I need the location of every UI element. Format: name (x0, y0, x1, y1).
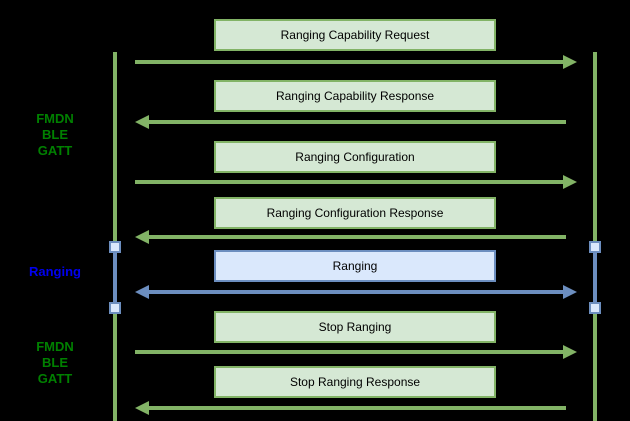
arrow-stop-ranging-response (135, 401, 577, 415)
arrow-ranging-configuration (135, 175, 577, 189)
message-box-ranging: Ranging (214, 250, 496, 282)
lifeline-left-ranging-segment (113, 247, 117, 308)
arrow-line (147, 406, 566, 410)
message-box-stop-ranging-response: Stop Ranging Response (214, 366, 496, 398)
arrowhead-left-icon (135, 230, 149, 244)
arrow-ranging-bidirectional (135, 285, 577, 299)
phase-label-fmdn-ble-gatt-bottom: FMDN BLE GATT (10, 339, 100, 387)
arrow-ranging-capability-request (135, 55, 577, 69)
message-box-ranging-configuration: Ranging Configuration (214, 141, 496, 173)
lifeline-left (113, 52, 117, 421)
phase-label-line: FMDN (36, 339, 74, 354)
phase-label-line: GATT (37, 371, 73, 386)
message-label: Ranging Capability Response (275, 89, 435, 103)
message-box-ranging-capability-request: Ranging Capability Request (214, 19, 496, 51)
activation-marker-right-start (589, 241, 601, 253)
message-label: Stop Ranging Response (289, 375, 421, 389)
message-label: Ranging Configuration Response (266, 206, 444, 220)
message-box-ranging-configuration-response: Ranging Configuration Response (214, 197, 496, 229)
arrowhead-right-icon (563, 285, 577, 299)
message-label: Ranging (332, 259, 378, 273)
arrow-ranging-configuration-response (135, 230, 577, 244)
arrow-line (135, 350, 565, 354)
arrowhead-left-icon (135, 115, 149, 129)
phase-label-ranging: Ranging (10, 264, 100, 280)
arrowhead-right-icon (563, 175, 577, 189)
arrow-line (147, 235, 566, 239)
phase-label-line: FMDN (36, 111, 74, 126)
arrow-line (147, 120, 566, 124)
arrowhead-right-icon (563, 345, 577, 359)
phase-label-line: BLE (42, 355, 68, 370)
activation-marker-left-end (109, 302, 121, 314)
arrow-stop-ranging (135, 345, 577, 359)
arrow-line (135, 60, 565, 64)
arrow-line (147, 290, 565, 294)
lifeline-right-ranging-segment (593, 247, 597, 308)
message-label: Ranging Configuration (295, 150, 415, 164)
message-label: Ranging Capability Request (280, 28, 430, 42)
phase-label-fmdn-ble-gatt-top: FMDN BLE GATT (10, 111, 100, 159)
phase-label-line: GATT (37, 143, 73, 158)
activation-marker-left-start (109, 241, 121, 253)
message-box-stop-ranging: Stop Ranging (214, 311, 496, 343)
message-label: Stop Ranging (318, 320, 392, 334)
phase-label-line: Ranging (29, 264, 81, 279)
phase-label-line: BLE (42, 127, 68, 142)
arrowhead-left-icon (135, 285, 149, 299)
message-box-ranging-capability-response: Ranging Capability Response (214, 80, 496, 112)
arrowhead-left-icon (135, 401, 149, 415)
arrow-ranging-capability-response (135, 115, 577, 129)
arrow-line (135, 180, 565, 184)
activation-marker-right-end (589, 302, 601, 314)
arrowhead-right-icon (563, 55, 577, 69)
lifeline-right (593, 52, 597, 421)
